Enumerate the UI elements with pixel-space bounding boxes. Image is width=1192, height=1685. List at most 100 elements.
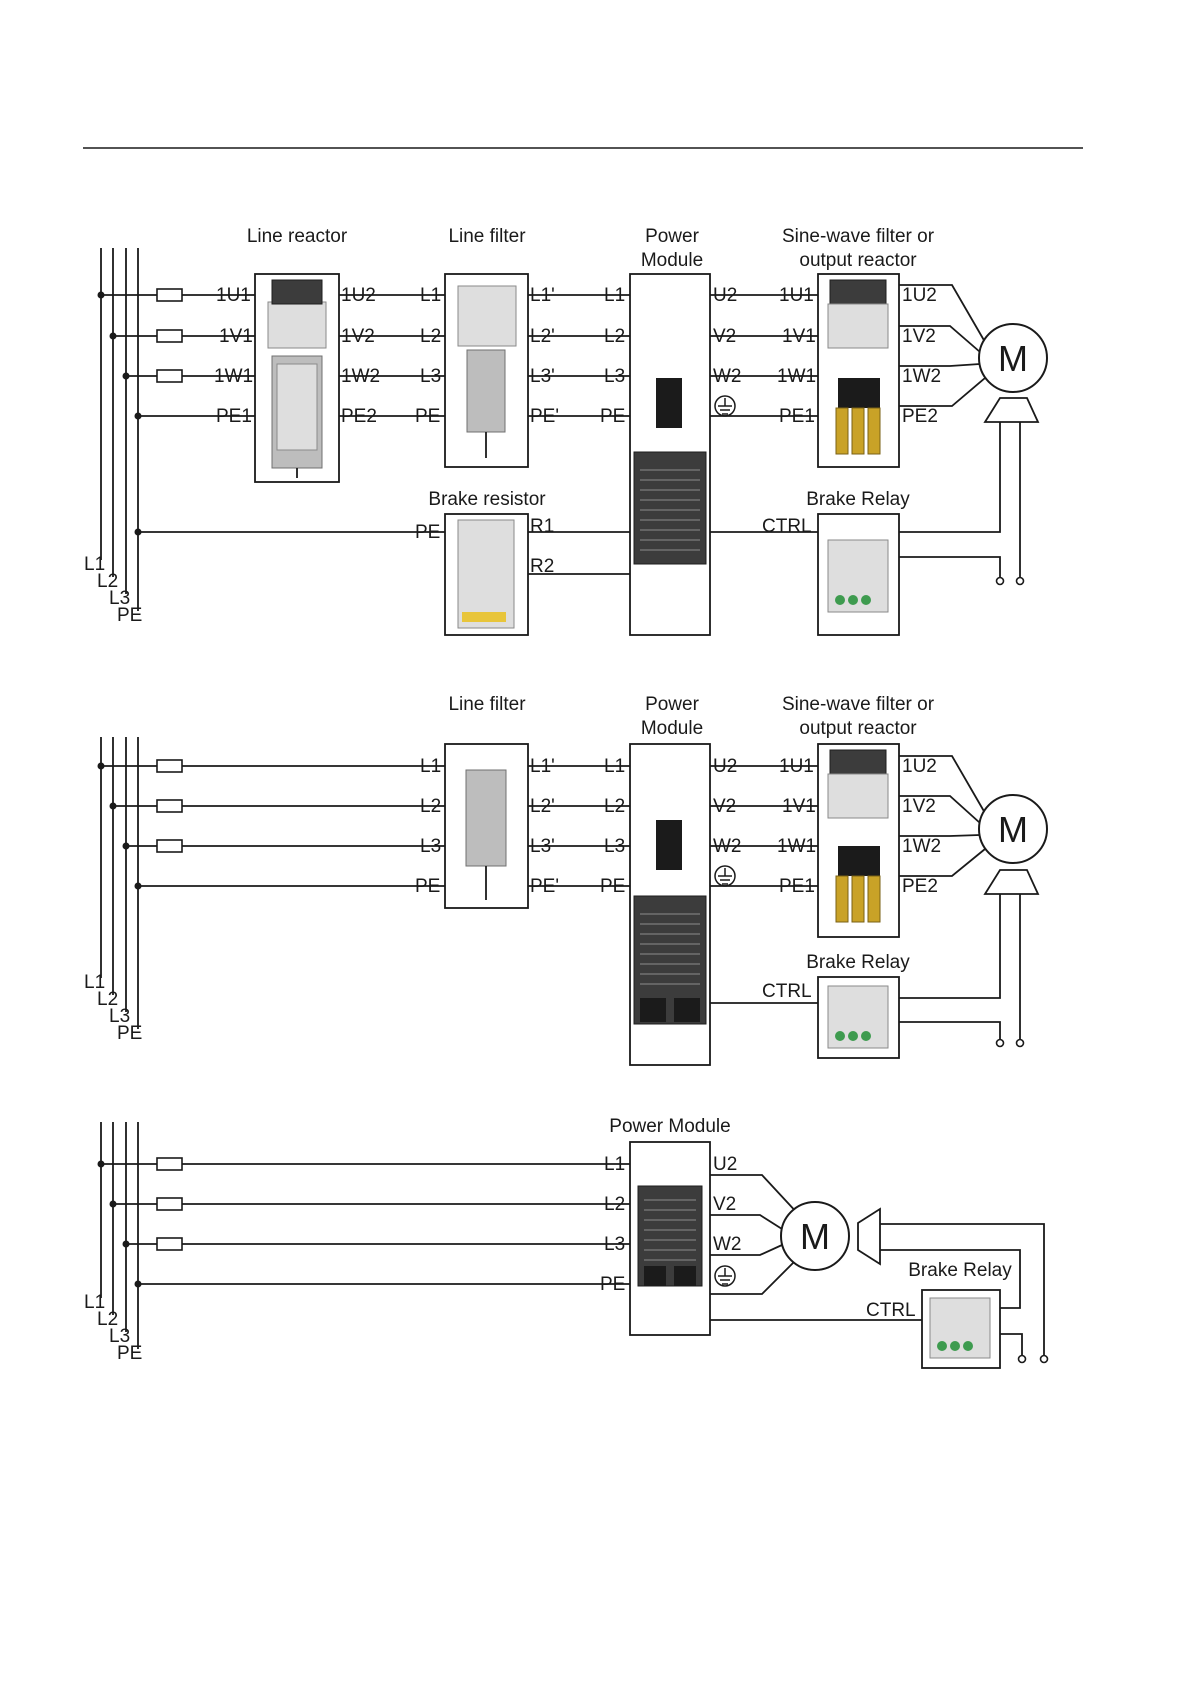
pm-in-l1: L1 xyxy=(604,1154,625,1175)
ground-icon xyxy=(714,1265,736,1287)
power-module-title-1: Power xyxy=(645,694,700,715)
filter-in-l3: L3 xyxy=(420,836,441,857)
supply-bus: L1 L2 L3 PE xyxy=(84,1122,142,1364)
supply-label-l1: L1 xyxy=(84,972,105,993)
pm-in-l1: L1 xyxy=(604,285,625,306)
of-out-1u2: 1U2 xyxy=(902,756,937,777)
ground-icon xyxy=(714,865,736,887)
of-out-1u2: 1U2 xyxy=(902,285,937,306)
brake-relay: Brake Relay CTRL xyxy=(762,489,1025,636)
of-in-pe1: PE1 xyxy=(779,876,815,897)
diagram-3: L1 L2 L3 PE Power Module xyxy=(84,1116,1049,1369)
brake-relay: Brake Relay CTRL xyxy=(866,1260,1049,1369)
diagram-1: L1 L2 L3 PE Line reactor xyxy=(84,226,1048,636)
supply-label-pe: PE xyxy=(117,605,142,626)
of-in-1w1: 1W1 xyxy=(777,366,816,387)
power-module-title-1: Power xyxy=(645,226,700,247)
pm-in-l2: L2 xyxy=(604,1194,625,1215)
power-module-title-2: Module xyxy=(641,250,703,271)
resistor-pe: PE xyxy=(415,522,440,543)
ground-icon xyxy=(714,395,736,417)
supply-label-l3: L3 xyxy=(109,1006,130,1027)
of-in-1u1: 1U1 xyxy=(779,285,814,306)
of-out-pe2: PE2 xyxy=(902,406,938,427)
of-out-1v2: 1V2 xyxy=(902,796,936,817)
of-out-1w2: 1W2 xyxy=(902,366,941,387)
supply-bus: L1 L2 L3 PE xyxy=(84,248,142,626)
brake-relay-title: Brake Relay xyxy=(806,952,910,973)
fuse-l3 xyxy=(156,839,183,853)
pm-out-v2: V2 xyxy=(713,1194,736,1215)
output-filter-title-1: Sine-wave filter or xyxy=(782,694,935,715)
brake-relay-ctrl: CTRL xyxy=(762,981,812,1002)
brake-resistor-title: Brake resistor xyxy=(428,489,546,510)
power-module-title: Power Module xyxy=(609,1116,730,1137)
output-filter-title-2: output reactor xyxy=(799,718,917,739)
fuse-l2 xyxy=(156,799,183,813)
pm-out-u2: U2 xyxy=(713,1154,737,1175)
fuse-l3 xyxy=(156,369,183,383)
pm-in-pe: PE xyxy=(600,876,625,897)
fuse-l1 xyxy=(156,1157,183,1171)
pm-in-pe: PE xyxy=(600,406,625,427)
pm-in-l2: L2 xyxy=(604,796,625,817)
brake-relay-title: Brake Relay xyxy=(908,1260,1012,1281)
pm-in-l2: L2 xyxy=(604,326,625,347)
motor-brake-symbol xyxy=(857,1207,881,1266)
supply-label-l2: L2 xyxy=(97,1309,118,1330)
of-in-1v1: 1V1 xyxy=(782,796,816,817)
filter-in-l3: L3 xyxy=(420,366,441,387)
power-module: Power Module L1 L2 L3 PE U2 V2 W2 xyxy=(600,226,818,636)
phase-wires xyxy=(97,288,445,536)
fuse-l1 xyxy=(156,759,183,773)
of-in-1v1: 1V1 xyxy=(782,326,816,347)
filter-in-l2: L2 xyxy=(420,326,441,347)
fuse-l1 xyxy=(156,288,183,302)
resistor-r2: R2 xyxy=(530,556,554,577)
supply-bus: L1 L2 L3 PE xyxy=(84,737,142,1044)
reactor-in-pe1: PE1 xyxy=(216,406,252,427)
supply-label-l2: L2 xyxy=(97,571,118,592)
supply-label-pe: PE xyxy=(117,1023,142,1044)
brake-relay-ctrl: CTRL xyxy=(866,1300,916,1321)
brake-relay-ctrl: CTRL xyxy=(762,516,812,537)
supply-label-l1: L1 xyxy=(84,1292,105,1313)
filter-in-l2: L2 xyxy=(420,796,441,817)
pm-in-l3: L3 xyxy=(604,366,625,387)
pm-in-l3: L3 xyxy=(604,1234,625,1255)
of-out-pe2: PE2 xyxy=(902,876,938,897)
supply-label-pe: PE xyxy=(117,1343,142,1364)
motor-label: M xyxy=(998,338,1028,379)
line-filter: Line filter L1 L2 L3 PE L1' L2' L3' PE' xyxy=(415,694,630,909)
line-filter: Line filter L1 L2 L3 PE L1' L2' L3' PE' xyxy=(415,226,630,468)
of-out-1w2: 1W2 xyxy=(902,836,941,857)
reactor-in-1u1: 1U1 xyxy=(216,285,251,306)
motor-label: M xyxy=(998,809,1028,850)
supply-label-l3: L3 xyxy=(109,588,130,609)
line-filter-title: Line filter xyxy=(448,226,526,247)
pm-out-w2: W2 xyxy=(713,1234,742,1255)
motor: M xyxy=(780,1201,1045,1356)
of-in-pe1: PE1 xyxy=(779,406,815,427)
filter-in-l1: L1 xyxy=(420,756,441,777)
output-filter: Sine-wave filter or output reactor 1U1 1… xyxy=(777,226,986,468)
fuse-l2 xyxy=(156,1197,183,1211)
filter-in-l1: L1 xyxy=(420,285,441,306)
motor-label: M xyxy=(800,1216,830,1257)
supply-label-l1: L1 xyxy=(84,554,105,575)
supply-label-l2: L2 xyxy=(97,989,118,1010)
filter-in-pe: PE xyxy=(415,876,440,897)
fuse-l2 xyxy=(156,329,183,343)
resistor-r1: R1 xyxy=(530,516,554,537)
power-module-title-2: Module xyxy=(641,718,703,739)
phase-wires xyxy=(97,1157,630,1288)
of-in-1u1: 1U1 xyxy=(779,756,814,777)
pm-in-pe: PE xyxy=(600,1274,625,1295)
supply-label-l3: L3 xyxy=(109,1326,130,1347)
power-module: Power Module L1 L2 L3 PE U2 V2 W2 xyxy=(600,1116,922,1336)
filter-in-pe: PE xyxy=(415,406,440,427)
line-filter-title: Line filter xyxy=(448,694,526,715)
brake-resistor: Brake resistor PE R1 R2 xyxy=(415,489,630,636)
of-out-1v2: 1V2 xyxy=(902,326,936,347)
